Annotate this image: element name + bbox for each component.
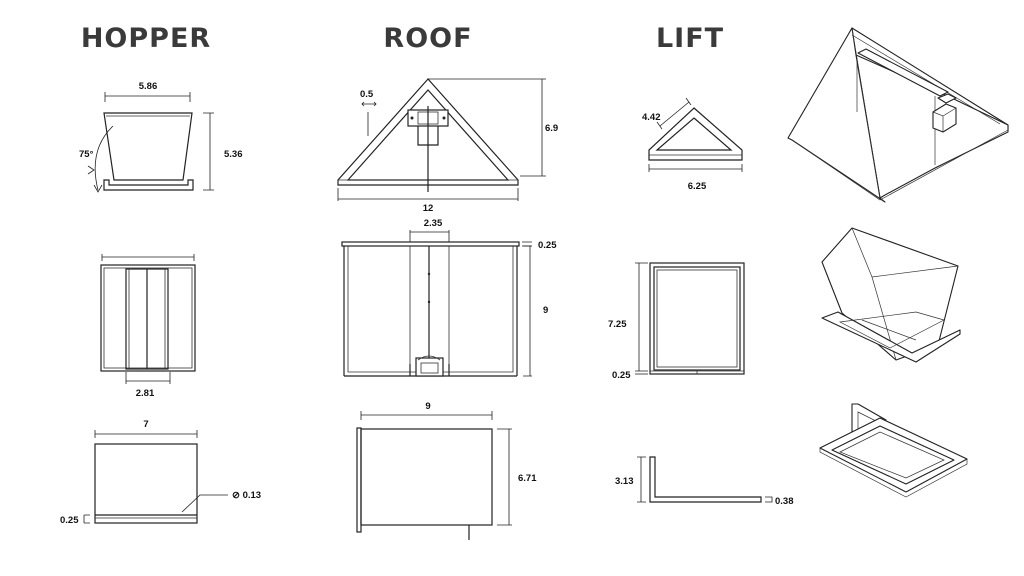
- dim-roof-side-height: 6.71: [518, 473, 537, 484]
- dim-hopper-inner-width: 2.81: [136, 388, 155, 399]
- lift-side-view: 3.13 0.38: [615, 456, 794, 507]
- title-hopper: HOPPER: [81, 23, 211, 54]
- roof-isometric-view: [787, 27, 1009, 203]
- dim-roof-depth: 9: [543, 305, 548, 316]
- dim-lift-height: 7.25: [608, 319, 627, 330]
- title-roof: ROOF: [383, 23, 472, 54]
- dim-roof-offset: 0.5: [360, 89, 374, 100]
- roof-front-view: 0.5 6.9 12: [337, 78, 558, 214]
- lift-front-view: 4.42 6.25: [642, 97, 743, 192]
- dim-hopper-base-thickness: 0.25: [60, 515, 79, 526]
- hopper-isometric-view: [821, 227, 961, 363]
- dim-hopper-top-width: 5.86: [139, 81, 158, 92]
- hopper-top-view: 2.81: [100, 254, 196, 399]
- dim-roof-edge-thickness: 0.25: [538, 240, 557, 251]
- dim-roof-height: 6.9: [545, 123, 558, 134]
- title-lift: LIFT: [656, 23, 724, 54]
- dim-roof-side-width: 9: [425, 401, 430, 412]
- dim-lift-bar-thickness: 0.38: [775, 496, 794, 507]
- dim-roof-channel-width: 2.35: [424, 218, 443, 229]
- dim-lift-width: 6.25: [688, 181, 707, 192]
- dim-hopper-height: 5.36: [224, 149, 243, 160]
- dim-hopper-base-width: 7: [143, 419, 148, 430]
- hopper-front-view: 5.86 5.36 75°: [79, 81, 243, 193]
- roof-top-view: 2.35 0.25 9: [341, 218, 557, 377]
- lift-top-view: 7.25 0.25: [608, 262, 745, 381]
- roof-side-view: 9 6.71: [356, 401, 537, 540]
- dim-lift-leg-height: 3.13: [615, 476, 634, 487]
- hopper-side-view: 7 ⊘ 0.13 0.25: [60, 419, 261, 526]
- dim-hopper-angle: 75°: [79, 149, 94, 160]
- dim-lift-frame-thickness: 0.25: [612, 370, 631, 381]
- dim-hopper-rod-diameter: ⊘ 0.13: [232, 490, 261, 501]
- dim-lift-side: 4.42: [642, 112, 661, 123]
- dim-roof-width: 12: [423, 203, 434, 214]
- lift-isometric-view: [819, 403, 968, 498]
